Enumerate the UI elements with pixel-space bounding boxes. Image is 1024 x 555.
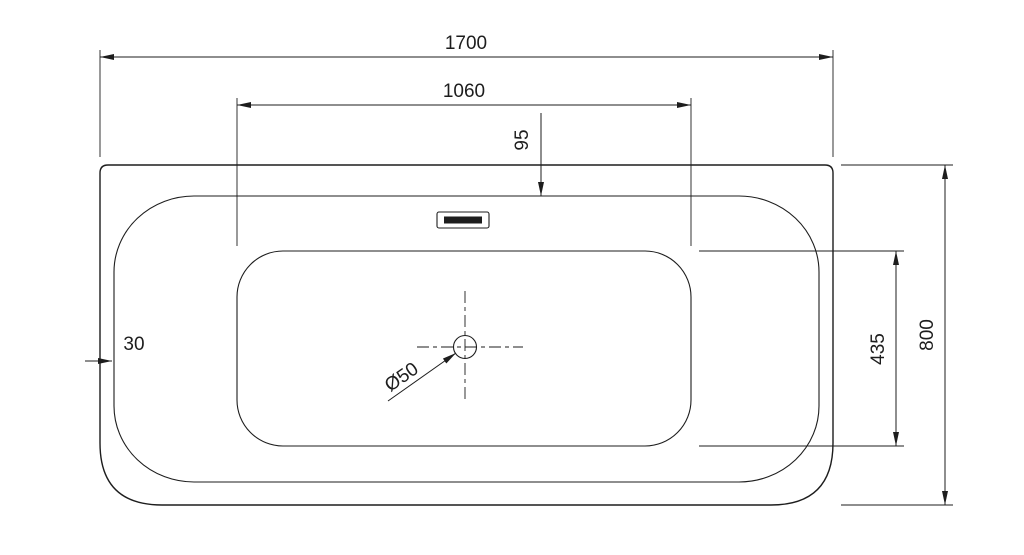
dim-overflow-offset-label: 95 [512,129,533,150]
tub-inner-rim [113,195,820,483]
dim-overall-depth-label: 800 [917,319,938,351]
dimension-basin-width: 1060 [236,81,692,246]
overflow-slot [436,211,490,229]
dimension-overflow-offset: 95 [512,113,555,197]
tub-outer-outline [99,164,834,506]
drain-hole [452,334,478,360]
dim-rim-offset-label: 30 [123,334,144,355]
dimension-overall-depth: 800 [841,164,953,506]
leader-line [387,352,457,402]
overflow-bar [444,216,482,224]
dim-basin-width-label: 1060 [443,81,485,102]
dimension-overall-width: 1700 [99,33,834,157]
tub-basin [236,250,692,447]
leader-drain-diameter: Ø50 [381,352,457,402]
tub-geometry [99,164,834,506]
dimension-rim-offset: 30 [85,334,145,364]
dimension-basin-depth: 435 [699,250,904,447]
overflow-outline [436,211,490,229]
dim-overall-width-label: 1700 [445,33,487,54]
dim-basin-depth-label: 435 [868,333,889,365]
